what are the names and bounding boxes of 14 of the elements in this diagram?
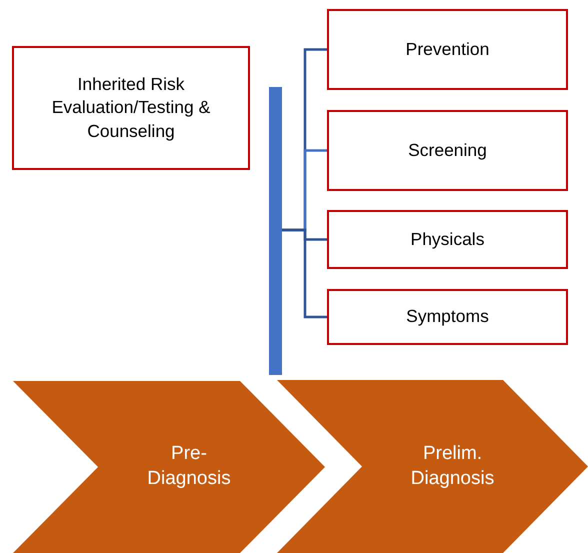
text-box (327, 210, 568, 269)
node-text: Inherited Risk Evaluation/Testing & Counseling (50, 72, 212, 143)
text-box (327, 110, 568, 191)
bracket-connector (282, 228, 327, 318)
node-text: Pre- Diagnosis (146, 442, 232, 491)
node-text: Prelim. Diagnosis (410, 442, 496, 490)
text-box (327, 9, 568, 90)
text-box (12, 46, 250, 170)
node-text: Screening (408, 138, 487, 162)
node-text: Physicals (410, 228, 484, 251)
vertical-bar (269, 87, 282, 375)
node-text: Prevention (406, 38, 490, 61)
node-text: Symptoms (406, 305, 489, 328)
text-box (327, 289, 568, 345)
